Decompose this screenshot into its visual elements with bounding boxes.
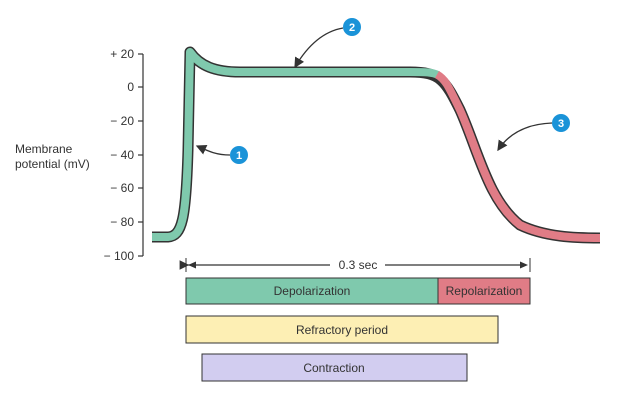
- callout-number: 3: [558, 118, 564, 130]
- tick-label: − 80: [110, 215, 134, 229]
- tick-label: 0: [127, 80, 134, 94]
- repolarization-label: Repolarization: [446, 284, 523, 298]
- action-potential-curve: [152, 46, 601, 244]
- tick-label: − 40: [110, 148, 134, 162]
- tick-label: − 60: [110, 181, 134, 195]
- callout-1: 1: [195, 144, 248, 164]
- y-axis-label: Membrane: [15, 142, 73, 156]
- repolarization-bar: Repolarization: [437, 277, 531, 305]
- contraction-bar: Contraction: [201, 353, 468, 382]
- tick-label: − 20: [110, 114, 134, 128]
- callout-2: 2: [294, 18, 361, 69]
- y-axis-label: potential (mV): [15, 157, 90, 171]
- contraction-label: Contraction: [303, 361, 364, 375]
- callout-number: 2: [349, 22, 355, 34]
- callout-3: 3: [497, 114, 570, 152]
- refractory-label: Refractory period: [296, 323, 388, 337]
- duration-label: 0.3 sec: [339, 258, 378, 272]
- callout-number: 1: [236, 150, 242, 162]
- tick-label: − 100: [104, 249, 135, 263]
- refractory-period-bar: Refractory period: [185, 315, 499, 344]
- depolarization-label: Depolarization: [274, 284, 351, 298]
- y-axis: + 20 0 − 20 − 40 − 60 − 80 − 100 Membran…: [15, 47, 144, 263]
- duration-indicator: 0.3 sec: [179, 258, 531, 272]
- depolarization-bar: Depolarization: [185, 277, 439, 305]
- tick-label: + 20: [110, 47, 134, 61]
